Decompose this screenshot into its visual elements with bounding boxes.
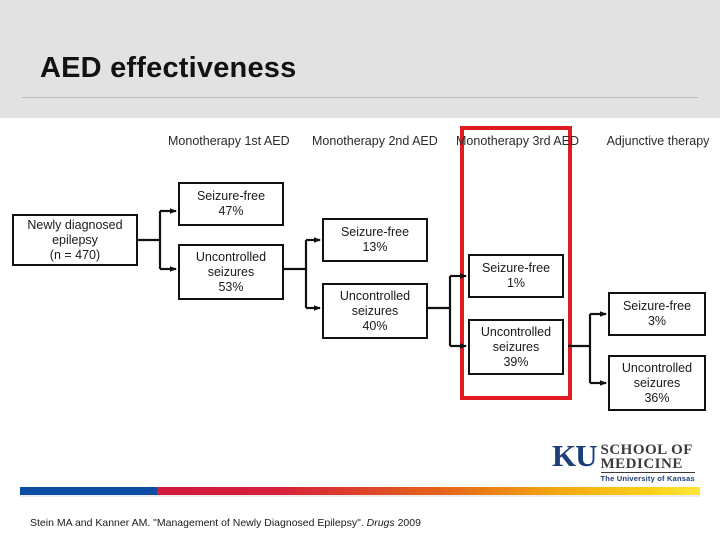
connector-lines (138, 208, 607, 386)
logo-school-line: SCHOOL OF (600, 442, 693, 458)
logo-divider (600, 472, 695, 473)
column-header-2-line2: 2nd AED (388, 134, 438, 148)
column-header-2-line1: Monotherapy (312, 134, 385, 148)
node-start-line3: (n = 470) (49, 247, 101, 262)
node-seizure-free-adjunctive[interactable]: Seizure-free 3% (608, 292, 706, 336)
node-seizure-free-3rd-aed[interactable]: Seizure-free 1% (468, 254, 564, 298)
logo-text-block: SCHOOL OF MEDICINE The University of Kan… (600, 441, 695, 483)
node-uncontrolled-adjunctive[interactable]: Uncontrolled seizures 36% (608, 355, 706, 411)
node-uc3-value: 39% (503, 354, 529, 369)
column-header-3-line2: 3rd AED (532, 134, 580, 148)
node-sf2-label: Seizure-free (340, 225, 410, 239)
citation-post: 2009 (394, 517, 421, 529)
node-uncontrolled-2nd-aed[interactable]: Uncontrolled seizures 40% (322, 283, 428, 339)
node-sf2-value: 13% (362, 240, 388, 254)
footer-bar-shadow (20, 495, 700, 497)
node-sf4-label: Seizure-free (622, 299, 692, 313)
logo-tagline: The University of Kansas (600, 474, 695, 483)
highlight-box-3rd-aed (460, 126, 572, 400)
node-uc2-label2: seizures (351, 303, 399, 318)
column-header-1-line2: 1st AED (244, 134, 290, 148)
column-header-4-line1: Adjunctive (606, 134, 665, 148)
column-header-4-line2: therapy (667, 134, 710, 148)
node-sf1-value: 47% (218, 204, 244, 218)
node-uc1-value: 53% (218, 279, 244, 294)
node-uc2-value: 40% (362, 318, 388, 333)
ku-wordmark: KU (552, 438, 597, 473)
header-band (0, 0, 720, 118)
column-header-3: Monotherapy 3rd AED (456, 134, 580, 149)
node-seizure-free-2nd-aed[interactable]: Seizure-free 13% (322, 218, 428, 262)
node-uc1-label1: Uncontrolled (195, 249, 267, 264)
node-start-line1: Newly diagnosed (27, 217, 123, 232)
column-header-1-line1: Monotherapy (168, 134, 241, 148)
node-uncontrolled-1st-aed[interactable]: Uncontrolled seizures 53% (178, 244, 284, 300)
citation: Stein MA and Kanner AM. "Management of N… (30, 517, 421, 529)
node-sf4-value: 3% (647, 314, 667, 328)
column-header-2: Monotherapy 2nd AED (312, 134, 438, 149)
node-seizure-free-1st-aed[interactable]: Seizure-free 47% (178, 182, 284, 226)
node-uc2-label1: Uncontrolled (339, 288, 411, 303)
node-uc3-label2: seizures (492, 339, 540, 354)
citation-pre: Stein MA and Kanner AM. "Management of N… (30, 517, 367, 529)
footer-bar-blue (20, 487, 157, 495)
logo-medicine-line: MEDICINE (600, 456, 683, 472)
flowchart: Monotherapy 1st AED Monotherapy 2nd AED … (0, 118, 720, 428)
node-uc4-value: 36% (644, 390, 670, 405)
page-title: AED effectiveness (40, 52, 297, 84)
node-start-line2: epilepsy (52, 232, 98, 247)
node-uc4-label1: Uncontrolled (621, 360, 693, 375)
node-uncontrolled-3rd-aed[interactable]: Uncontrolled seizures 39% (468, 319, 564, 375)
node-sf3-value: 1% (506, 276, 526, 290)
column-header-1: Monotherapy 1st AED (168, 134, 290, 149)
footer-bar-gradient (157, 487, 700, 495)
node-uc1-label2: seizures (207, 264, 255, 279)
column-header-3-line1: Monotherapy (456, 134, 529, 148)
node-uc4-label2: seizures (633, 375, 681, 390)
title-divider (22, 97, 698, 98)
node-newly-diagnosed-epilepsy[interactable]: Newly diagnosed epilepsy (n = 470) (12, 214, 138, 266)
citation-journal: Drugs (366, 517, 395, 529)
node-sf1-label: Seizure-free (196, 189, 266, 203)
column-header-4: Adjunctive therapy (598, 134, 718, 149)
node-uc3-label1: Uncontrolled (480, 324, 552, 339)
node-sf3-label: Seizure-free (481, 261, 551, 275)
ku-school-of-medicine-logo: KU SCHOOL OF MEDICINE The University of … (552, 438, 695, 483)
